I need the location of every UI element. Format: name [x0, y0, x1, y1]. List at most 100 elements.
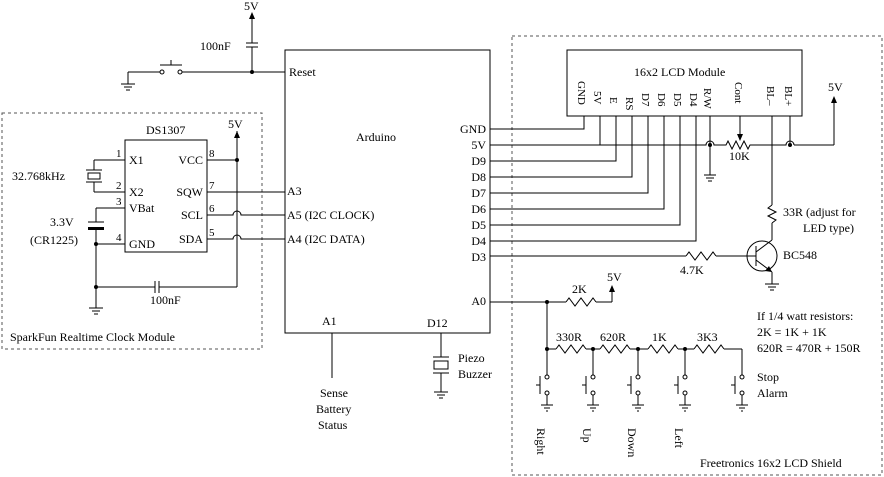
stop-alarm-line-2: Alarm [757, 386, 788, 400]
bl-resistor-line-1: 33R (adjust for [783, 205, 856, 219]
button-right [536, 349, 553, 412]
lcd-pin-d6: D6 [655, 93, 667, 107]
rtc-module-outline [1, 112, 263, 350]
pot-label: 10K [729, 149, 750, 163]
button-left [674, 349, 691, 412]
label-left: Left [672, 428, 686, 449]
reset-label: Reset [289, 65, 316, 79]
arduino-pin-a3: A3 [287, 184, 302, 198]
lcd-pin-rs: RS [623, 97, 635, 110]
button-stop-alarm [731, 349, 748, 412]
rtc-pin-x1: X1 [129, 153, 144, 167]
battery [88, 227, 104, 230]
arduino-pin-d6: D6 [471, 202, 486, 216]
button-supply-label: 5V [607, 270, 622, 284]
lcd-pin-rw: R/W [701, 88, 713, 109]
resistor-1k-label: 1K [652, 330, 667, 344]
rtc-module-label: SparkFun Realtime Clock Module [10, 330, 175, 344]
rtc-chip-label: DS1307 [146, 123, 185, 137]
lcd-pin-5v: 5V [591, 91, 603, 105]
arduino-pin-a5: A5 (I2C CLOCK) [287, 208, 374, 222]
rtc-supply-label: 5V [228, 117, 243, 131]
stop-alarm-line-1: Stop [757, 370, 779, 384]
resistor-330r-label: 330R [556, 330, 582, 344]
resistor-3k3-label: 3K3 [697, 330, 718, 344]
piezo-line-2: Buzzer [458, 367, 492, 381]
label-up: Up [580, 428, 594, 443]
sense-line-1: Sense [320, 386, 348, 400]
base-resistor-label: 4.7K [680, 263, 704, 277]
rtc-pinnum-6: 6 [209, 203, 215, 215]
reset-circuit: 5V 100nF Reset [121, 0, 316, 91]
lcd-pin-bl-plus: BL+ [782, 86, 794, 106]
lcd-pin-e: E [607, 97, 619, 104]
arduino-pin-d7: D7 [471, 186, 486, 200]
contrast-pot [600, 139, 795, 151]
lcd-pin-d4: D4 [687, 93, 699, 107]
label-right: Right [534, 428, 548, 455]
battery-type: (CR1225) [30, 233, 78, 247]
arduino-pin-d9: D9 [471, 154, 486, 168]
button-ladder: 5V 2K 330R 620R 1K 3K3 [490, 270, 861, 470]
shield-label: Freetronics 16x2 LCD Shield [700, 456, 842, 470]
button-down [627, 349, 644, 412]
lcd-pin-d5: D5 [671, 93, 683, 107]
arduino-pin-d12: D12 [427, 316, 448, 330]
rtc-pin-scl: SCL [181, 208, 203, 222]
arduino-title: Arduino [356, 130, 396, 144]
rtc-circuit: DS1307 X1 X2 VBat GND VCC SQW SCL SDA 1 … [10, 117, 285, 344]
arduino-pin-d8: D8 [471, 170, 486, 184]
crystal [87, 172, 101, 180]
crystal-label: 32.768kHz [12, 169, 65, 183]
battery-voltage: 3.3V [50, 215, 74, 229]
arduino-pin-5v: 5V [471, 138, 486, 152]
rtc-pin-x2: X2 [129, 185, 144, 199]
transistor-label: BC548 [783, 248, 817, 262]
rtc-pinnum-7: 7 [209, 180, 215, 192]
rtc-pinnum-4: 4 [116, 232, 122, 244]
lcd-pin-d7: D7 [639, 93, 651, 107]
label-down: Down [625, 428, 639, 457]
arduino-pin-d4: D4 [471, 234, 486, 248]
arduino-pin-d3: D3 [471, 250, 486, 264]
reset-supply-label: 5V [244, 0, 259, 13]
rtc-pin-sqw: SQW [176, 185, 203, 199]
piezo-line-1: Piezo [458, 351, 485, 365]
piezo-buzzer: Piezo Buzzer [433, 333, 492, 399]
rtc-pinnum-8: 8 [209, 148, 215, 160]
pullup-label: 2K [572, 282, 587, 296]
arduino-pin-a0: A0 [471, 294, 486, 308]
reset-cap-label: 100nF [200, 39, 231, 53]
rtc-pinnum-5: 5 [209, 227, 215, 239]
note-line-1: If 1/4 watt resistors: [757, 309, 853, 323]
rtc-pinnum-2: 2 [116, 180, 122, 192]
rtc-pin-sda: SDA [179, 232, 203, 246]
arduino-pin-a4: A4 (I2C DATA) [287, 232, 365, 246]
lcd-pin-gnd: GND [575, 81, 587, 105]
sense-line-2: Battery [316, 402, 351, 416]
arduino-pin-d5: D5 [471, 218, 486, 232]
sense-line-3: Status [318, 418, 348, 432]
arduino-box [284, 49, 491, 334]
bl-resistor-line-2: LED type) [803, 221, 854, 235]
arduino-pin-gnd: GND [460, 122, 486, 136]
resistor-620r-label: 620R [600, 330, 626, 344]
lcd-module: 16x2 LCD Module GND 5V E RS D7 D6 D5 D4 … [490, 49, 856, 291]
rtc-cap-label: 100nF [150, 293, 181, 307]
rtc-pin-vbat: VBat [129, 201, 155, 215]
note-line-3: 620R = 470R + 150R [757, 341, 861, 355]
lcd-box [566, 49, 803, 117]
rtc-pinnum-3: 3 [116, 196, 122, 208]
rtc-chip [124, 139, 208, 253]
arduino-pin-a1: A1 [322, 314, 337, 328]
rtc-pinnum-1: 1 [116, 148, 122, 160]
button-up [582, 349, 599, 412]
note-line-2: 2K = 1K + 1K [757, 325, 827, 339]
lcd-title: 16x2 LCD Module [634, 65, 725, 79]
lcd-supply-label: 5V [828, 80, 843, 94]
rtc-pin-vcc: VCC [178, 153, 203, 167]
lcd-pin-bl-minus: BL– [764, 86, 776, 106]
rtc-pin-gnd: GND [129, 237, 155, 251]
lcd-pin-cont: Cont [732, 82, 744, 103]
